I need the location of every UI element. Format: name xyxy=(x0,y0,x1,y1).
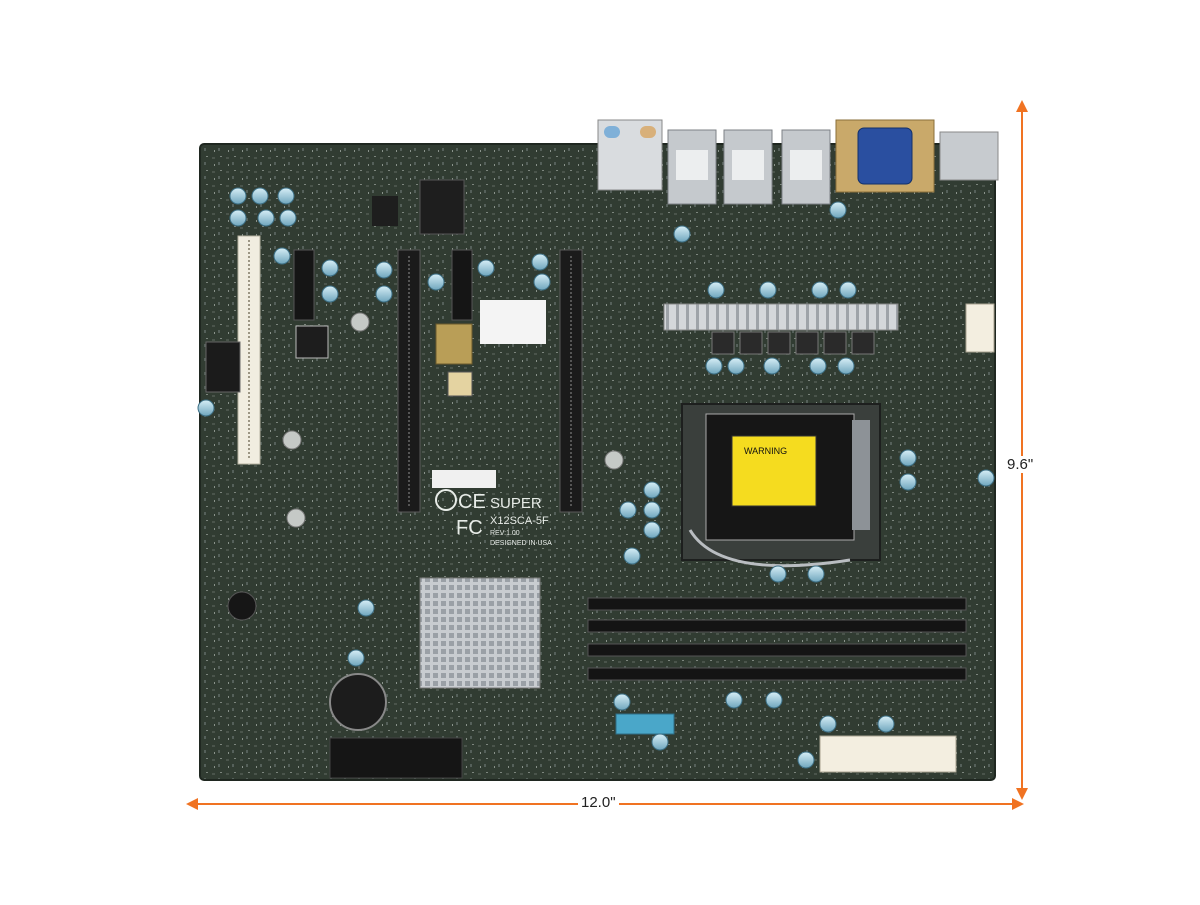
capacitor xyxy=(533,273,551,291)
pcie-slot-2 xyxy=(559,249,583,513)
dimm-slots xyxy=(587,597,967,681)
capacitor xyxy=(763,357,781,375)
capacitor xyxy=(623,547,641,565)
capacitor xyxy=(837,357,855,375)
chip-aspeed xyxy=(419,179,465,235)
capacitor xyxy=(643,481,661,499)
capacitor xyxy=(321,259,339,277)
capacitor xyxy=(839,281,857,299)
capacitor xyxy=(347,649,365,667)
usb-header xyxy=(615,713,675,735)
capacitor xyxy=(811,281,829,299)
capacitor xyxy=(809,357,827,375)
capacitor xyxy=(321,285,339,303)
capacitor xyxy=(619,501,637,519)
capacitor xyxy=(705,357,723,375)
serial-sticker xyxy=(432,470,496,488)
capacitor xyxy=(727,357,745,375)
capacitor xyxy=(877,715,895,733)
capacitor xyxy=(257,209,275,227)
cmos-battery xyxy=(329,673,387,731)
capacitor xyxy=(229,187,247,205)
capacitor xyxy=(477,259,495,277)
buzzer xyxy=(227,591,257,621)
capacitor xyxy=(819,715,837,733)
capacitor xyxy=(273,247,291,265)
capacitor xyxy=(899,473,917,491)
pcie-x4-slot-b xyxy=(451,249,473,321)
pcie-x4-slot-a xyxy=(293,249,315,321)
capacitor xyxy=(375,261,393,279)
capacitor xyxy=(725,691,743,709)
label-sticker xyxy=(480,300,546,344)
capacitor xyxy=(673,225,691,243)
capacitor xyxy=(977,469,995,487)
capacitor xyxy=(643,521,661,539)
chip-gold xyxy=(435,323,473,365)
capacitor xyxy=(197,399,215,417)
capacitor xyxy=(279,209,297,227)
designed-in-text: DESIGNED IN USA xyxy=(490,540,552,547)
vrm-chokes xyxy=(711,331,875,355)
board-silkscreen: SUPER X12SCA-5F REV:1.00 DESIGNED IN USA… xyxy=(435,489,552,547)
rear-io-panel xyxy=(597,119,999,205)
capacitor xyxy=(277,187,295,205)
model-text: X12SCA-5F xyxy=(490,515,549,527)
capacitor xyxy=(357,599,375,617)
warning-label: WARNING xyxy=(744,446,787,456)
pci-slot xyxy=(237,235,261,465)
brand-text: SUPER xyxy=(490,495,542,512)
rev-text: REV:1.00 xyxy=(490,530,520,537)
capacitor xyxy=(251,187,269,205)
capacitor xyxy=(531,253,549,271)
chip-small xyxy=(372,196,398,226)
vrm-heatsink xyxy=(663,303,899,331)
chip-square xyxy=(295,325,329,359)
chip-tpm xyxy=(447,371,473,397)
capacitor xyxy=(613,693,631,711)
capacitor xyxy=(807,565,825,583)
capacitor xyxy=(375,285,393,303)
motherboard: SUPER X12SCA-5F REV:1.00 DESIGNED IN USA… xyxy=(199,119,999,781)
chipset-heatsink xyxy=(419,577,541,689)
capacitor xyxy=(427,273,445,291)
svg-text:FC: FC xyxy=(456,517,483,539)
capacitor xyxy=(229,209,247,227)
atx-power-connector xyxy=(819,735,957,773)
capacitor xyxy=(899,449,917,467)
pcie-slot-1 xyxy=(397,249,421,513)
capacitor xyxy=(759,281,777,299)
capacitor xyxy=(765,691,783,709)
capacitor xyxy=(797,751,815,769)
capacitor xyxy=(643,501,661,519)
capacitor xyxy=(651,733,669,751)
cpu-socket: WARNING xyxy=(681,403,881,568)
capacitor xyxy=(769,565,787,583)
storage-connectors xyxy=(329,737,463,779)
cpu-power-connector xyxy=(965,303,995,353)
capacitor xyxy=(707,281,725,299)
height-dimension-arrow xyxy=(1016,100,1028,800)
front-panel-header xyxy=(205,341,241,393)
capacitors xyxy=(197,187,995,769)
mounting-holes xyxy=(282,312,624,528)
svg-text:CE: CE xyxy=(458,491,486,513)
height-dimension-label: 9.6" xyxy=(1004,456,1037,473)
capacitor xyxy=(829,201,847,219)
width-dimension-label: 12.0" xyxy=(578,794,619,811)
